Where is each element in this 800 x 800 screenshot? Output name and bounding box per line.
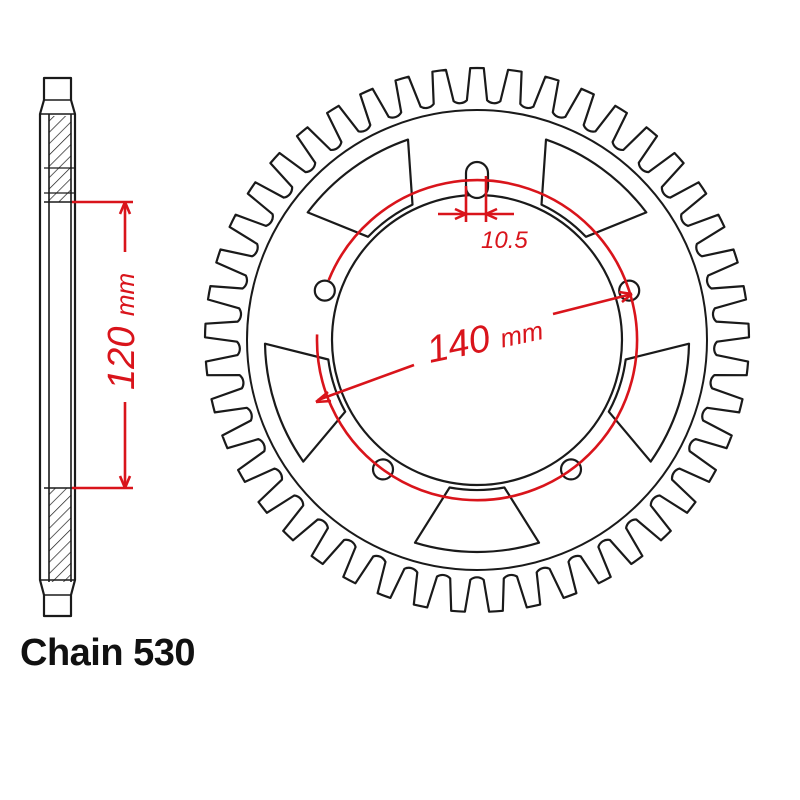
bolt-circle-arrow-right: [618, 290, 633, 304]
hole-dimension-label: 10.5: [481, 227, 528, 254]
side-profile-view: [38, 76, 77, 618]
sprocket-root-circle: [246, 109, 708, 571]
chain-size-caption: Chain 530: [20, 632, 196, 674]
lightening-cutout: [540, 138, 648, 238]
bolt-circle-dimension-line: [552, 292, 633, 316]
sprocket-front-view: [203, 66, 751, 613]
lightening-cutout: [607, 342, 691, 463]
height-dimension-label: 120 mm: [101, 273, 143, 390]
lightening-cutout: [413, 486, 541, 553]
height-dimension-unit: mm: [110, 273, 140, 316]
height-dimension: [72, 200, 133, 490]
bolt-hole: [313, 279, 336, 302]
side-hatch-top: [49, 116, 71, 202]
lightening-cutouts: [263, 138, 691, 553]
hole-arrow-left: [454, 207, 467, 221]
height-arrow-bottom: [118, 475, 132, 489]
side-hatch-bottom: [49, 488, 71, 582]
height-dimension-value: 120: [101, 327, 143, 390]
bolt-circle-dimension: [315, 176, 639, 502]
height-arrow-top: [118, 201, 132, 215]
bolt-circle-dimension-line: [317, 363, 415, 402]
bolt-circle-arc: [315, 178, 639, 502]
hole-arrow-right: [485, 207, 498, 221]
bolt-circle-arrow-left: [315, 391, 332, 404]
lightening-cutout: [263, 342, 347, 463]
lightening-cutout: [306, 138, 414, 238]
